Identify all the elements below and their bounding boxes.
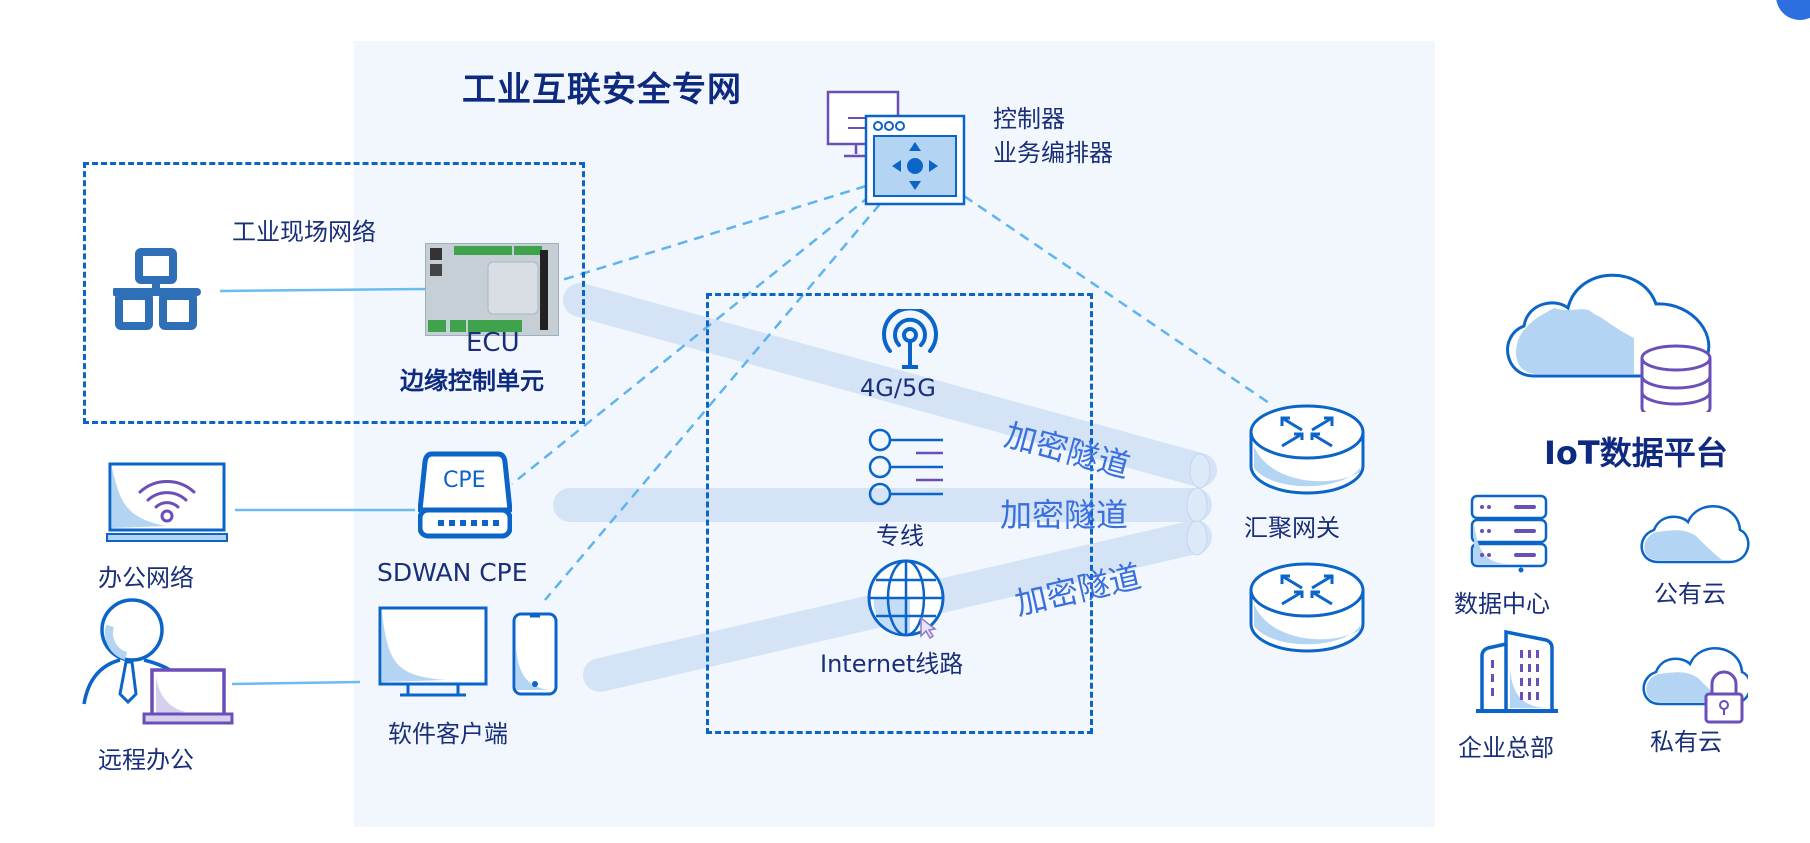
monitor-phone-icon [378, 606, 558, 697]
iot-platform-node[interactable] [1494, 258, 1716, 422]
destination-data-center-label: 数据中心 [1454, 590, 1550, 618]
remote-office-label: 远程办公 [98, 746, 194, 774]
cloud-lock-icon [1642, 647, 1752, 724]
remote-worker-icon [82, 598, 234, 725]
link-types-zone [706, 293, 1093, 734]
controller-label: 控制器 业务编排器 [993, 102, 1113, 170]
link-leased[interactable] [868, 428, 948, 512]
office-network-label: 办公网络 [98, 564, 194, 592]
router-icon [1249, 562, 1365, 653]
destination-private-cloud[interactable] [1636, 642, 1752, 732]
tunnel-end-1 [1189, 453, 1211, 489]
leased-line-icon [868, 428, 943, 506]
controller-icon [826, 90, 966, 206]
tunnel-end-3 [1186, 520, 1208, 556]
aggregation-gateway-1[interactable] [1248, 402, 1366, 502]
remote-office-node[interactable] [80, 596, 240, 730]
destination-headquarters-label: 企业总部 [1458, 734, 1554, 762]
ecu-name: ECU [466, 328, 520, 358]
cloud-icon [1640, 505, 1750, 564]
control-line-ecu [561, 184, 867, 282]
link-field-ecu [219, 287, 426, 293]
link-4g5g-label: 4G/5G [860, 374, 936, 402]
cpe-router-icon [417, 451, 513, 539]
page-title: 工业互联安全专网 [462, 70, 742, 110]
laptop-wifi-icon [106, 462, 228, 542]
aggregation-gateway-label: 汇聚网关 [1244, 514, 1340, 542]
link-internet[interactable] [866, 558, 948, 644]
server-rack-icon [1470, 494, 1548, 573]
tunnel-label-2: 加密隧道 [1000, 496, 1129, 534]
network-topology-icon [111, 248, 201, 330]
field-network-node[interactable] [111, 248, 203, 336]
controller-node[interactable] [826, 90, 966, 212]
sdwan-cpe-node[interactable] [417, 448, 513, 544]
link-internet-label: Internet线路 [820, 650, 964, 678]
link-remote-client [231, 680, 361, 686]
tunnel-pipe-4g5g [563, 283, 1217, 487]
router-icon [1249, 404, 1365, 495]
antenna-icon [882, 306, 938, 369]
control-line-gateway [963, 194, 1273, 407]
control-lines [511, 184, 1273, 601]
cpe-badge-text: CPE [443, 468, 486, 493]
control-line-client [544, 203, 881, 601]
iot-platform-label: IoT数据平台 [1544, 434, 1728, 472]
destination-headquarters[interactable] [1476, 628, 1560, 720]
office-network-node[interactable] [106, 460, 230, 550]
destination-private-cloud-label: 私有云 [1650, 728, 1722, 756]
link-4g5g[interactable] [880, 306, 940, 375]
link-leased-label: 专线 [876, 522, 924, 550]
destination-public-cloud[interactable] [1634, 500, 1750, 570]
sdwan-cpe-label: SDWAN CPE [377, 558, 528, 587]
access-lines [219, 287, 426, 686]
controller-label-line2: 业务编排器 [993, 139, 1113, 167]
tunnel-end-2 [1186, 487, 1208, 523]
destination-public-cloud-label: 公有云 [1654, 580, 1726, 608]
ecu-subtitle: 边缘控制单元 [400, 367, 544, 395]
field-network-zone [83, 162, 585, 424]
aggregation-gateway-2[interactable] [1248, 560, 1366, 660]
control-line-cpe [511, 195, 871, 485]
controller-label-line1: 控制器 [993, 105, 1065, 133]
software-client-label: 软件客户端 [388, 720, 508, 748]
globe-icon [867, 559, 945, 640]
software-client-node[interactable] [378, 606, 560, 702]
building-icon [1476, 629, 1558, 713]
cloud-database-icon [1506, 273, 1712, 422]
field-network-label: 工业现场网络 [232, 218, 376, 246]
ecu-device-image[interactable] [425, 243, 559, 336]
destination-data-center[interactable] [1470, 494, 1550, 578]
corner-badge [1776, 0, 1810, 20]
ecu-icon [426, 244, 558, 335]
